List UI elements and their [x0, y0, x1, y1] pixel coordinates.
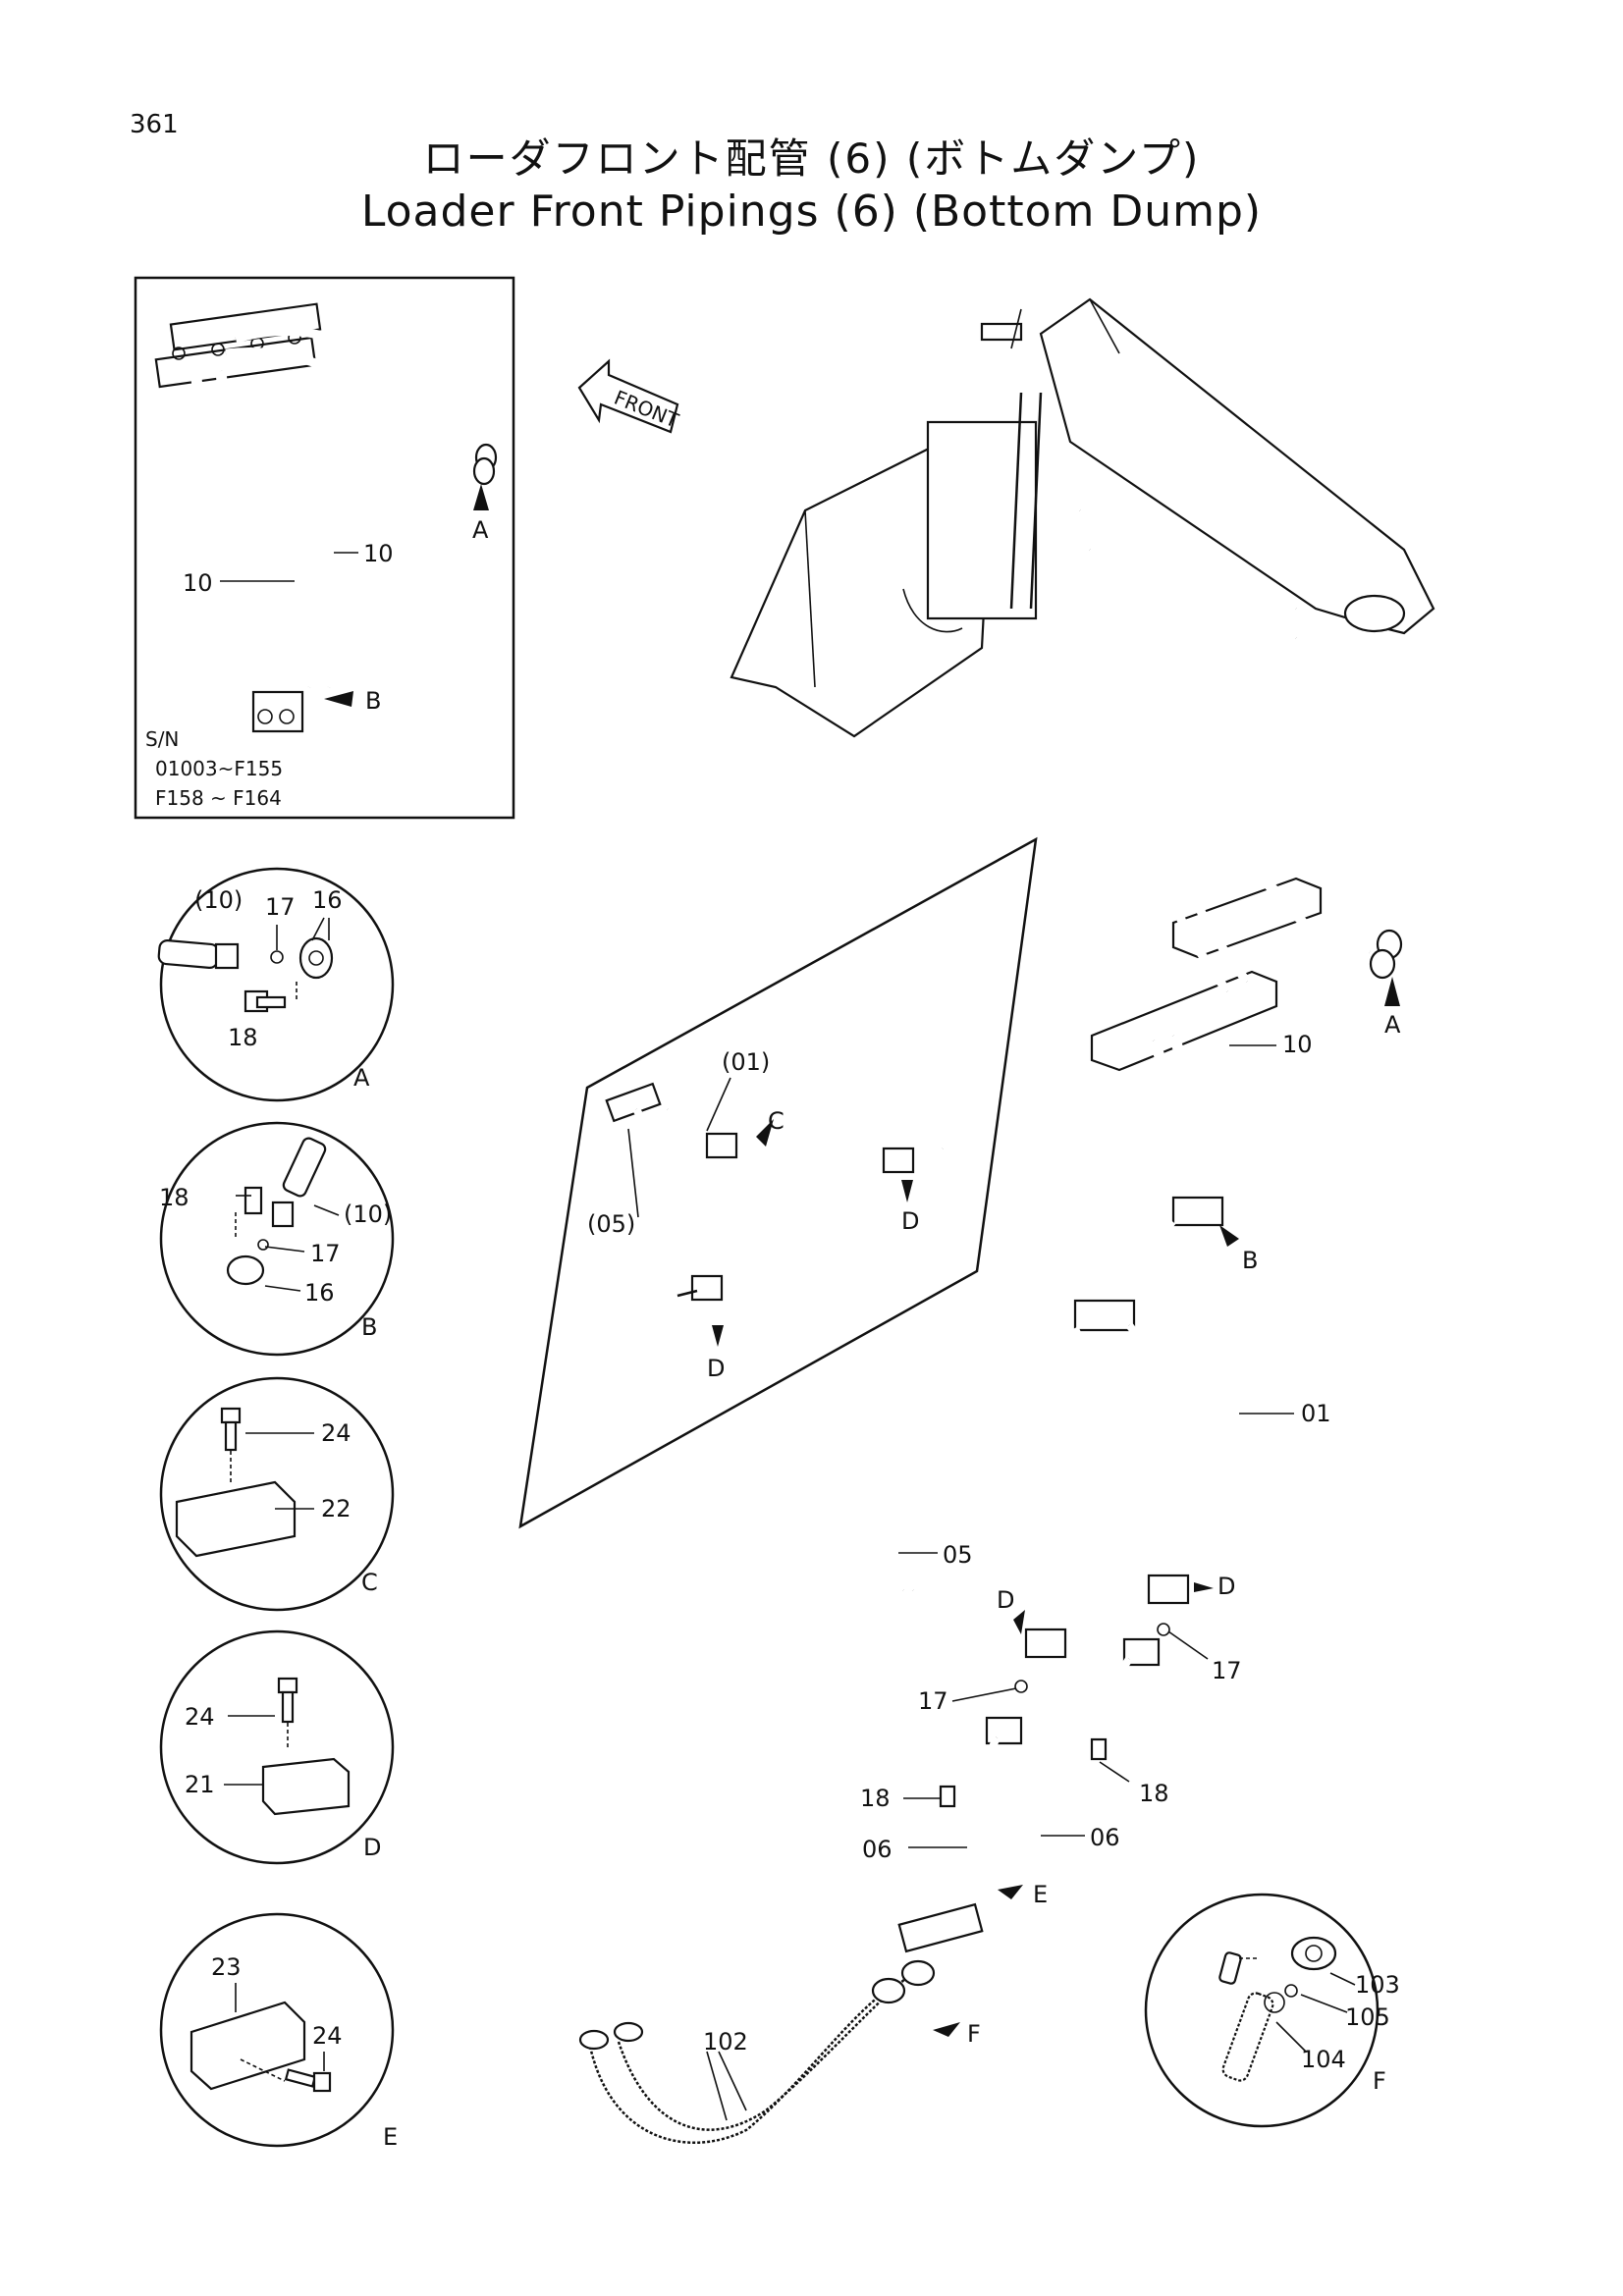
detail-f-letter: F	[1373, 2067, 1386, 2095]
panel-pipe-05: (05)	[587, 1210, 635, 1238]
detail-b-oring: 17	[310, 1240, 341, 1267]
main-piping: A 10 B 01 05 D D 17 17 18 18 06 06 E F 1…	[578, 837, 1403, 2144]
detail-a-oring: 17	[265, 893, 296, 921]
page-number: 361	[130, 110, 179, 139]
main-oring-right: 17	[1212, 1657, 1242, 1684]
main-pipe-05: 05	[943, 1541, 973, 1569]
detail-b-hose: (10)	[344, 1201, 392, 1228]
detail-b-flange: 16	[304, 1279, 335, 1307]
main-hose-10: 10	[1282, 1031, 1313, 1058]
inset-box: 10 10 A B S/N 01003~F155 F158 ~ F164	[134, 276, 515, 820]
panel-ref-d1: D	[901, 1207, 919, 1235]
main-bolt-right: 18	[1139, 1780, 1169, 1807]
panel-pipe-01: (01)	[722, 1048, 770, 1076]
detail-e: 23 24 E	[159, 1912, 398, 2151]
title-english: Loader Front Pipings (6) (Bottom Dump)	[360, 187, 1263, 237]
center-panel: (01) C (05) D D	[518, 836, 1038, 1529]
serial-range-2: F158 ~ F164	[155, 786, 282, 810]
detail-e-letter: E	[383, 2123, 398, 2151]
detail-c: 24 22 C	[159, 1376, 395, 1612]
main-ref-b: B	[1242, 1247, 1258, 1274]
main-ref-a: A	[1384, 1011, 1401, 1039]
detail-f-flange: 103	[1355, 1971, 1400, 1999]
panel-ref-c: C	[768, 1107, 784, 1135]
detail-d-letter: D	[363, 1834, 381, 1861]
title-japanese: ローダフロント配管 (6) (ボトムダンプ)	[422, 134, 1201, 183]
detail-f: 103 105 104 F	[1144, 1893, 1400, 2128]
main-bolt-left: 18	[860, 1785, 891, 1812]
detail-c-clamp: 22	[321, 1495, 352, 1522]
detail-b: 18 (10) 17 16 B	[159, 1121, 395, 1357]
detail-d: 24 21 D	[159, 1629, 395, 1865]
main-pipe-01: 01	[1301, 1400, 1331, 1427]
detail-e-clamp: 23	[211, 1953, 242, 1981]
main-ref-f: F	[967, 2020, 981, 2048]
main-pipe-06-right: 06	[1090, 1824, 1120, 1851]
main-oring-left: 17	[918, 1687, 948, 1715]
detail-b-bolt: 18	[159, 1184, 189, 1211]
detail-e-bolt: 24	[312, 2022, 343, 2050]
main-pipe-06-left: 06	[862, 1836, 893, 1863]
main-ref-d-right: D	[1217, 1573, 1235, 1600]
detail-d-clamp: 21	[185, 1771, 215, 1798]
front-arrow: FRONT	[577, 358, 682, 434]
detail-a-flange: 16	[312, 886, 343, 914]
panel-ref-d2: D	[707, 1355, 725, 1382]
loader-illustration	[730, 297, 1435, 738]
main-ref-d-left: D	[997, 1586, 1014, 1614]
detail-c-letter: C	[361, 1569, 378, 1596]
detail-f-oring: 105	[1345, 2003, 1390, 2031]
detail-c-bolt: 24	[321, 1419, 352, 1447]
main-ref-e: E	[1033, 1881, 1048, 1908]
inset-ref-a: A	[472, 516, 489, 544]
serial-heading: S/N	[145, 727, 179, 751]
detail-a-letter: A	[353, 1064, 370, 1092]
detail-a-hose: (10)	[194, 886, 243, 914]
serial-range-1: 01003~F155	[155, 757, 283, 780]
inset-hose-right-label: 10	[363, 540, 394, 567]
detail-f-hose: 104	[1301, 2046, 1346, 2073]
detail-d-bolt: 24	[185, 1703, 215, 1731]
inset-ref-b: B	[365, 687, 381, 715]
detail-a: (10) 17 16 18 A	[157, 867, 395, 1102]
detail-a-bolt: 18	[228, 1024, 258, 1051]
inset-hose-left-label: 10	[183, 569, 213, 597]
main-hose-102: 102	[703, 2028, 748, 2056]
detail-b-letter: B	[361, 1313, 377, 1341]
